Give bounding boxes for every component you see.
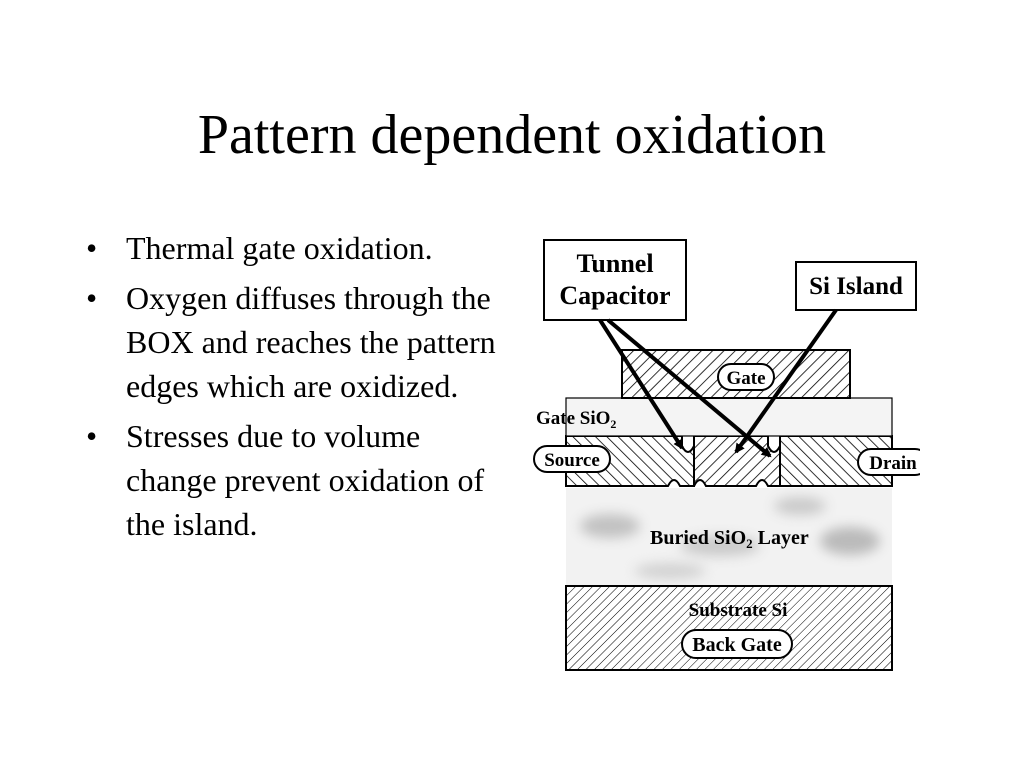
substrate-label: Substrate Si [689, 600, 788, 621]
gate-sio2-text: Gate SiO [536, 408, 610, 429]
source-label-pill [533, 445, 611, 473]
buried-sio2-text: Buried SiO [650, 527, 746, 549]
source-label: Source [544, 450, 600, 471]
slide-title: Pattern dependent oxidation [197, 104, 827, 166]
buried-sio2-suffix: Layer [753, 527, 809, 549]
gate-sio2-label: Gate SiO2 [536, 408, 616, 431]
bullet-text: Oxygen diffuses through the BOX and reac… [126, 280, 496, 404]
si-island-callout-label: Si Island [809, 273, 903, 300]
tunnel-callout-line1: Tunnel [576, 249, 653, 278]
drain-label: Drain [869, 453, 917, 474]
back-gate-label: Back Gate [692, 634, 782, 656]
bullet-text: Thermal gate oxidation. [126, 230, 433, 266]
si-island-arrow [734, 308, 838, 454]
buried-sio2-subscript: 2 [746, 536, 753, 551]
si-island-callout [795, 261, 917, 311]
tunnel-callout-line2: Capacitor [559, 281, 670, 310]
bullet-text: Stresses due to volume change prevent ox… [126, 418, 485, 542]
drain-label-pill [857, 448, 920, 476]
bullet-marker: • [86, 230, 98, 266]
bullet-item: • Oxygen diffuses through the BOX and re… [82, 276, 512, 408]
bullet-list: • Thermal gate oxidation. • Oxygen diffu… [82, 226, 512, 552]
tunnel-capacitor-callout [543, 239, 687, 321]
bullet-item: • Stresses due to volume change prevent … [82, 414, 512, 546]
tunnel-arrow-left [598, 318, 684, 450]
back-gate-label-pill [681, 629, 793, 659]
si-island-region [693, 435, 781, 487]
gate-oxide-layer [565, 397, 893, 437]
bullet-marker: • [86, 280, 98, 316]
gate-label-pill [717, 363, 775, 391]
bullet-marker: • [86, 418, 98, 454]
tunnel-arrow-right [606, 318, 772, 458]
gate-label: Gate [726, 368, 765, 389]
bullet-item: • Thermal gate oxidation. [82, 226, 512, 270]
buried-sio2-label: Buried SiO2 Layer [650, 527, 809, 551]
gate-sio2-subscript: 2 [610, 417, 616, 431]
buried-oxide-texture [580, 497, 880, 579]
soi-cross-section-diagram: Tunnel Capacitor Si Island Gate Gate SiO… [533, 239, 920, 671]
